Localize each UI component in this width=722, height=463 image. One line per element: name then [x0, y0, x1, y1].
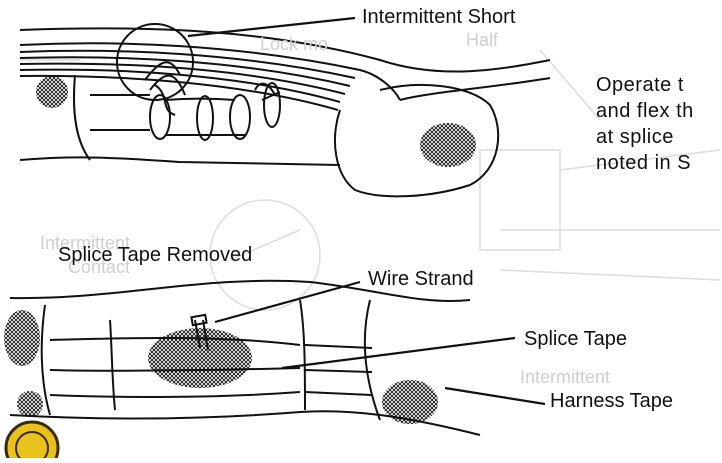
ghost-text-lock: Lock mo — [260, 34, 328, 55]
corner-seal-badge — [6, 422, 58, 458]
ghost-text-intermittent-lower: Intermittent — [520, 367, 610, 388]
label-splice-tape: Splice Tape — [524, 328, 627, 351]
leader-harness-tape — [445, 388, 545, 404]
ghost-text-half: Half — [466, 30, 498, 51]
label-wire-strand: Wire Strand — [368, 268, 474, 291]
instruction-line: and flex th — [596, 98, 722, 124]
leader-splice-tape — [282, 338, 515, 368]
instruction-line: Operate t — [596, 72, 722, 98]
instruction-line: at splice — [596, 124, 722, 150]
lower-hatch-patches — [4, 310, 438, 424]
label-harness-tape: Harness Tape — [550, 390, 673, 413]
label-intermittent-short: Intermittent Short — [362, 6, 515, 29]
label-splice-tape-removed: Splice Tape Removed — [58, 244, 252, 267]
instruction-line: noted in S — [596, 150, 722, 176]
instruction-paragraph: Operate t and flex th at splice noted in… — [596, 72, 722, 176]
